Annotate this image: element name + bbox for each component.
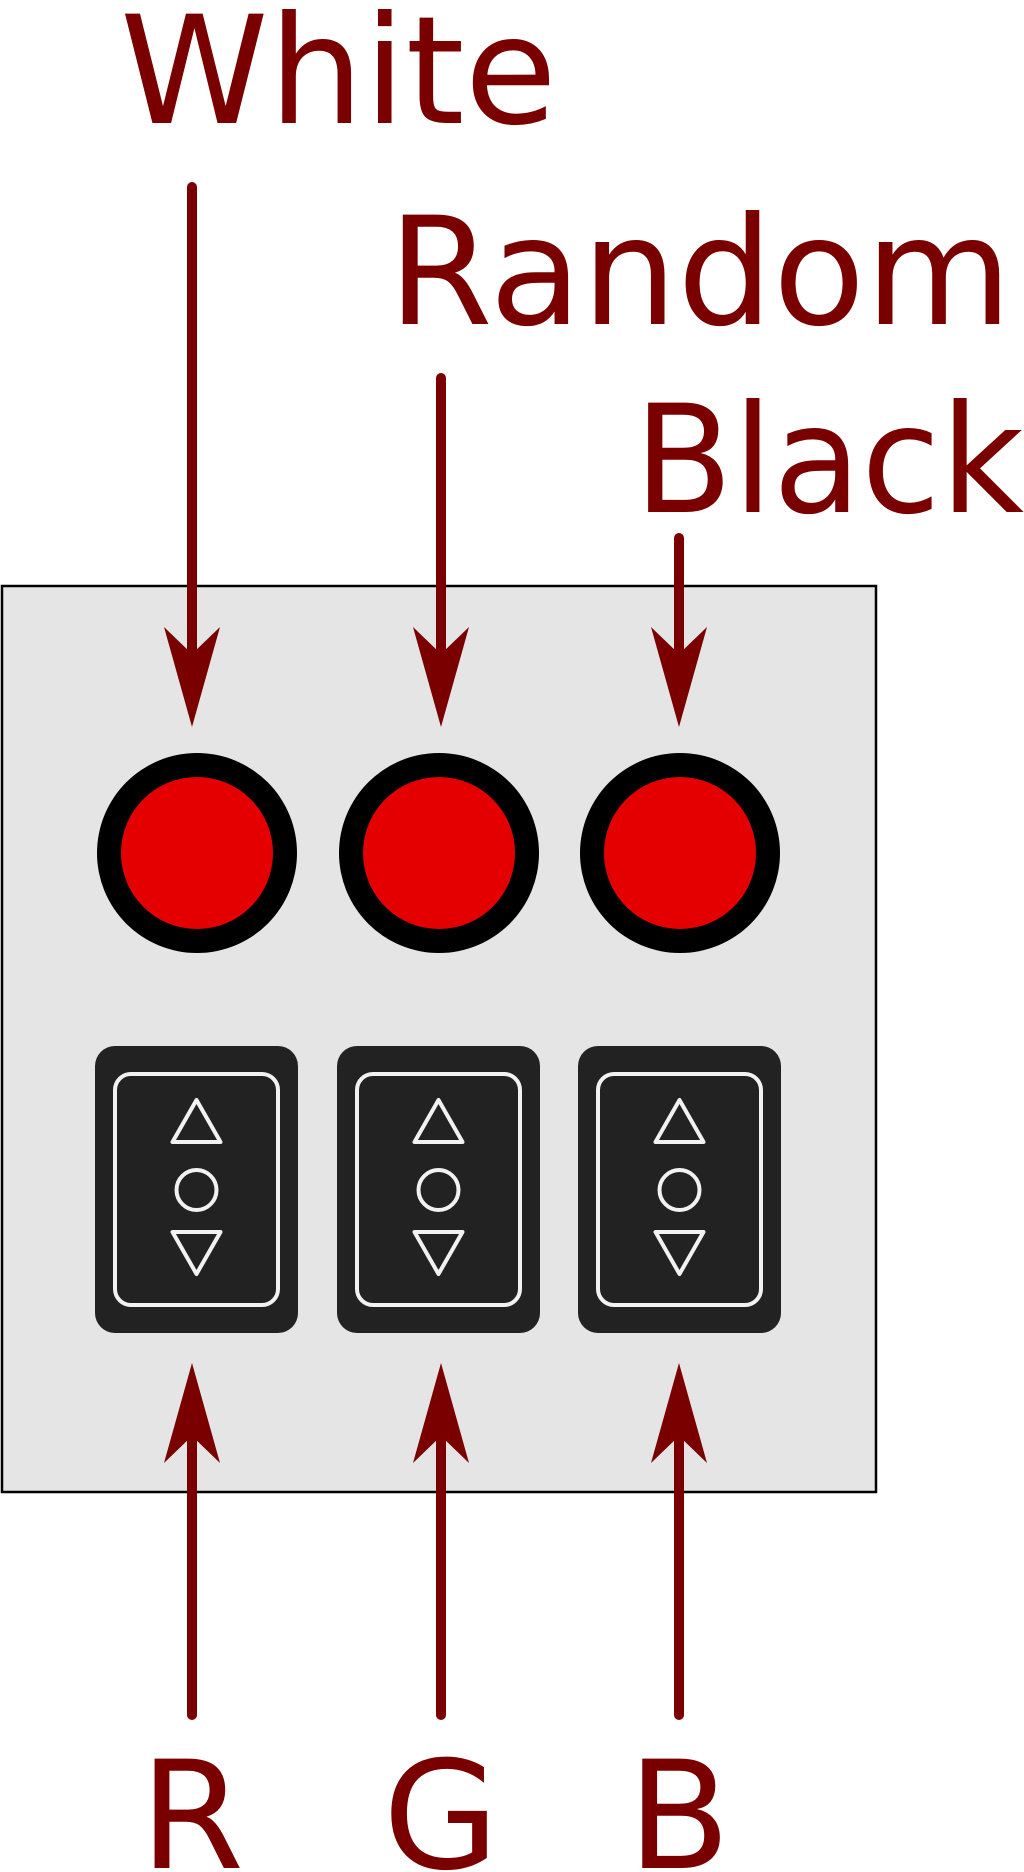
label-g: G: [383, 1730, 499, 1872]
label-black: Black: [634, 374, 1024, 548]
arrow-white-to-button-1: [164, 182, 220, 727]
arrow-b-to-switch-3: [651, 1363, 707, 1720]
switch-3[interactable]: [576, 1044, 783, 1335]
round-button-2[interactable]: [339, 753, 539, 953]
control-panel: [0, 584, 878, 1494]
arrow-g-to-switch-2: [413, 1363, 469, 1720]
label-white: White: [120, 0, 557, 159]
label-random: Random: [388, 186, 1012, 360]
label-b: B: [628, 1730, 731, 1872]
arrow-random-to-button-2: [413, 373, 469, 727]
switch-1[interactable]: [93, 1044, 300, 1335]
round-button-1[interactable]: [97, 753, 297, 953]
arrow-r-to-switch-1: [164, 1363, 220, 1720]
arrow-black-to-button-3: [651, 533, 707, 727]
label-r: R: [140, 1730, 244, 1872]
round-button-3[interactable]: [580, 753, 780, 953]
switch-2[interactable]: [335, 1044, 542, 1335]
